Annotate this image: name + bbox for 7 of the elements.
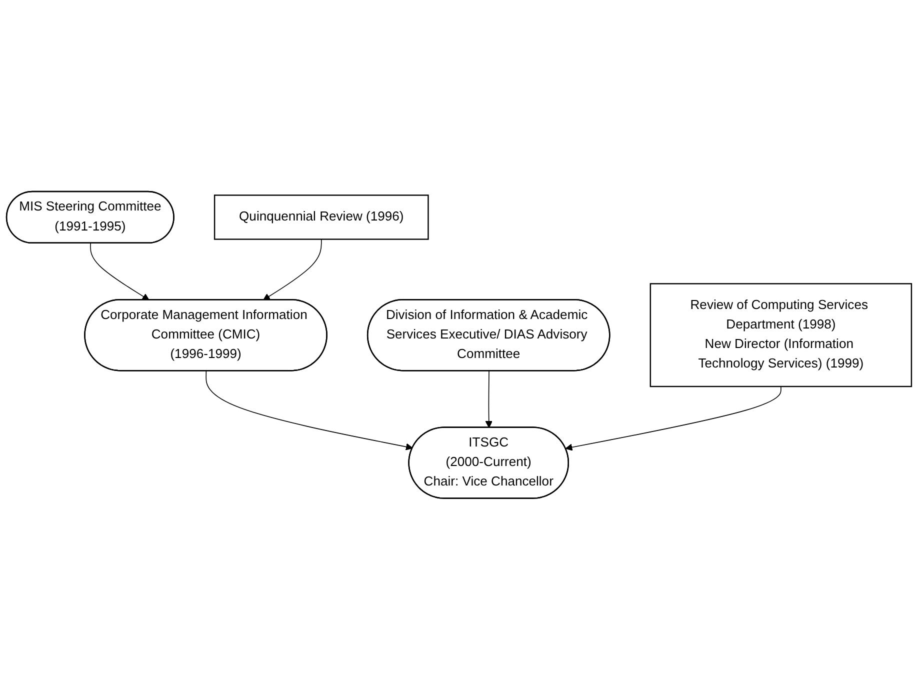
arrow — [565, 386, 782, 451]
arrow — [263, 238, 322, 300]
node-box: Review of Computing Services Department (1998) New Director (Information Technology Services) (1999) — [650, 283, 912, 388]
arrow — [90, 243, 150, 300]
node-box: Quinquennial Review (1996) — [214, 194, 429, 240]
arrow — [206, 370, 413, 450]
arrow — [485, 370, 492, 428]
